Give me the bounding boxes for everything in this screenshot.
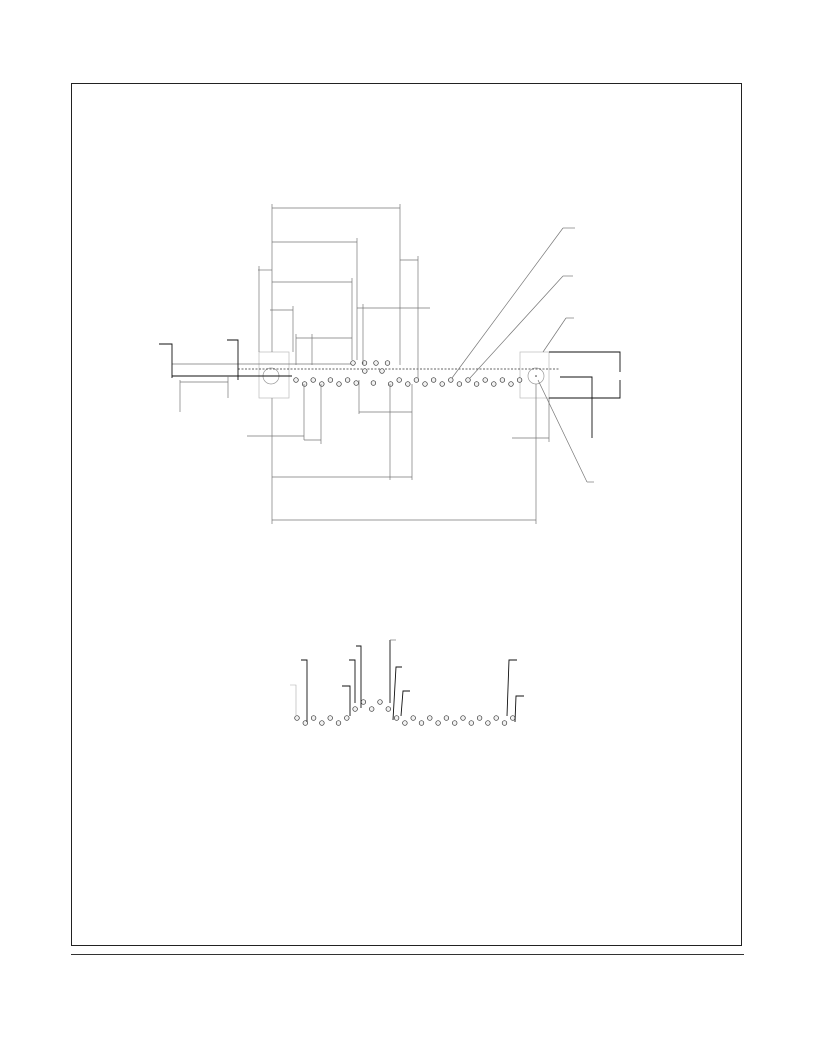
pin-lower-15 [413,377,420,383]
side-leader-2 [290,684,297,716]
pin-lower-11 [379,368,385,374]
pin-lower-13 [396,377,402,383]
side-leader-10 [514,695,524,723]
pin-lower-16 [422,381,428,387]
right-mounting-block [519,351,550,399]
side-pin-3 [310,715,317,721]
pin-upper-1 [350,360,356,366]
pin-lower-26 [508,381,514,387]
callout-leader-2 [469,275,564,379]
pin-lower-22 [473,381,480,387]
pin-lower-5 [327,377,334,383]
side-pin-1 [294,715,300,721]
side-pin-14 [402,720,408,726]
side-pin-22 [468,720,474,726]
pin-upper-4 [384,360,391,366]
footer-rule [71,954,744,955]
side-pin-4 [319,720,325,726]
side-pin-21 [460,715,466,721]
pin-lower-3 [310,377,316,383]
callout-leader-1 [451,227,564,379]
lower-pin-row [293,368,523,387]
left-datum-bracket-outer [159,343,173,378]
pin-lower-8 [353,380,359,386]
side-pin-row [294,699,516,726]
side-pin-7 [344,715,350,721]
left-mounting-block [258,351,290,399]
side-pin-10 [369,706,375,712]
side-pin-2 [302,720,308,726]
pin-lower-20 [456,381,463,387]
right-dim-bracket-lower [549,380,621,399]
pin-lower-18 [439,381,445,387]
side-pin-20 [452,720,458,726]
side-pin-24 [485,720,491,726]
side-pin-8 [352,706,358,712]
side-leader-5 [356,645,362,708]
side-leader-7 [392,666,402,721]
pin-lower-4 [319,381,325,387]
pin-lower-7 [344,377,351,383]
left-datum-bracket-inner [227,339,239,380]
pin-lower-10 [370,380,377,386]
pin-lower-24 [491,381,497,387]
pin-lower-2 [301,381,308,387]
right-dim-bracket-upper [549,351,621,372]
side-pin-25 [493,715,499,721]
side-pin-27 [510,715,516,721]
side-leader-9 [506,659,517,717]
side-pin-26 [501,720,508,726]
right-hole-center [535,375,537,377]
side-pin-6 [335,720,342,726]
side-pin-15 [410,715,416,721]
side-leader-3 [349,659,356,703]
side-pin-17 [427,715,433,721]
callout-leader-4 [537,379,588,483]
pin-lower-27 [516,377,523,383]
side-pin-23 [476,715,483,721]
pin-lower-23 [482,377,488,383]
pin-lower-21 [465,377,471,383]
side-leader-1 [301,659,308,722]
connector-side-view [290,639,524,726]
pin-lower-19 [448,377,454,383]
drawing-frame [71,83,742,946]
connector-top-view [159,204,621,524]
upper-pin-row [350,360,391,366]
side-pin-5 [327,715,333,721]
callout-leader-3 [542,317,567,353]
side-leader-8 [400,690,410,717]
pin-lower-25 [499,377,506,383]
side-pin-13 [393,715,400,721]
pin-lower-1 [293,377,299,383]
side-pin-16 [418,720,425,726]
side-leader-4 [342,685,351,716]
pin-lower-12 [387,381,394,387]
side-pin-9 [360,699,367,705]
side-pin-12 [385,706,391,712]
pin-upper-3 [373,360,379,366]
pin-lower-17 [430,377,437,383]
side-pin-18 [435,720,441,726]
side-pin-11 [377,699,383,705]
right-dim-bracket-middle [560,376,593,438]
pin-lower-9 [362,368,368,374]
side-pin-19 [443,715,450,721]
pin-lower-6 [336,381,342,387]
pin-lower-14 [405,381,411,387]
